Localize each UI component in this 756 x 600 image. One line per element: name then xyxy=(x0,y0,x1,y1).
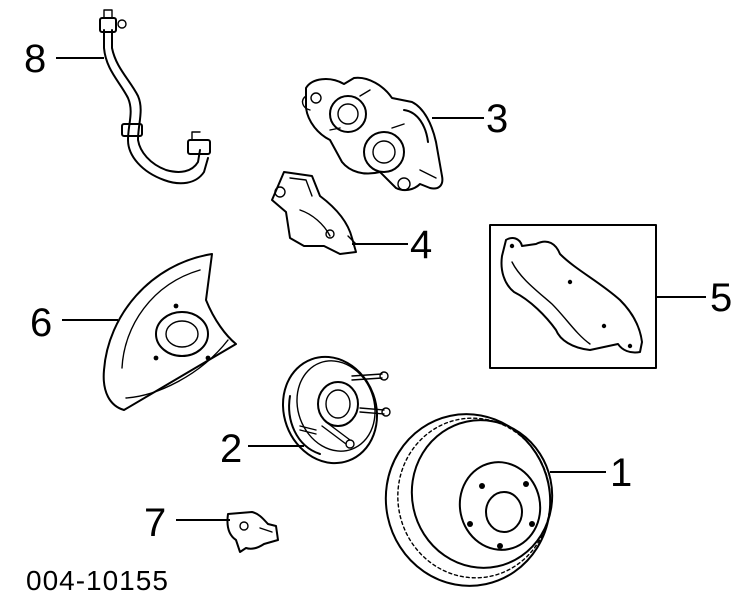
wheel-hub-icon xyxy=(281,355,391,465)
brake-rotor-icon xyxy=(384,413,554,587)
callout-3: 3 xyxy=(486,97,508,141)
callout-8: 8 xyxy=(24,37,46,81)
callout-1: 1 xyxy=(610,451,632,495)
caliper-bracket-icon xyxy=(271,171,357,255)
drawing-code: 004-10155 xyxy=(26,565,169,596)
callout-2: 2 xyxy=(220,427,242,471)
callout-5: 5 xyxy=(710,276,732,320)
splash-shield-icon xyxy=(102,253,237,411)
callout-4: 4 xyxy=(410,223,432,267)
brake-hose-icon xyxy=(99,9,211,185)
brake-pad-icon xyxy=(489,224,657,369)
callout-6: 6 xyxy=(30,301,52,345)
brake-caliper-icon xyxy=(301,76,444,192)
abs-sensor-icon xyxy=(226,511,279,553)
callout-7: 7 xyxy=(144,501,166,545)
